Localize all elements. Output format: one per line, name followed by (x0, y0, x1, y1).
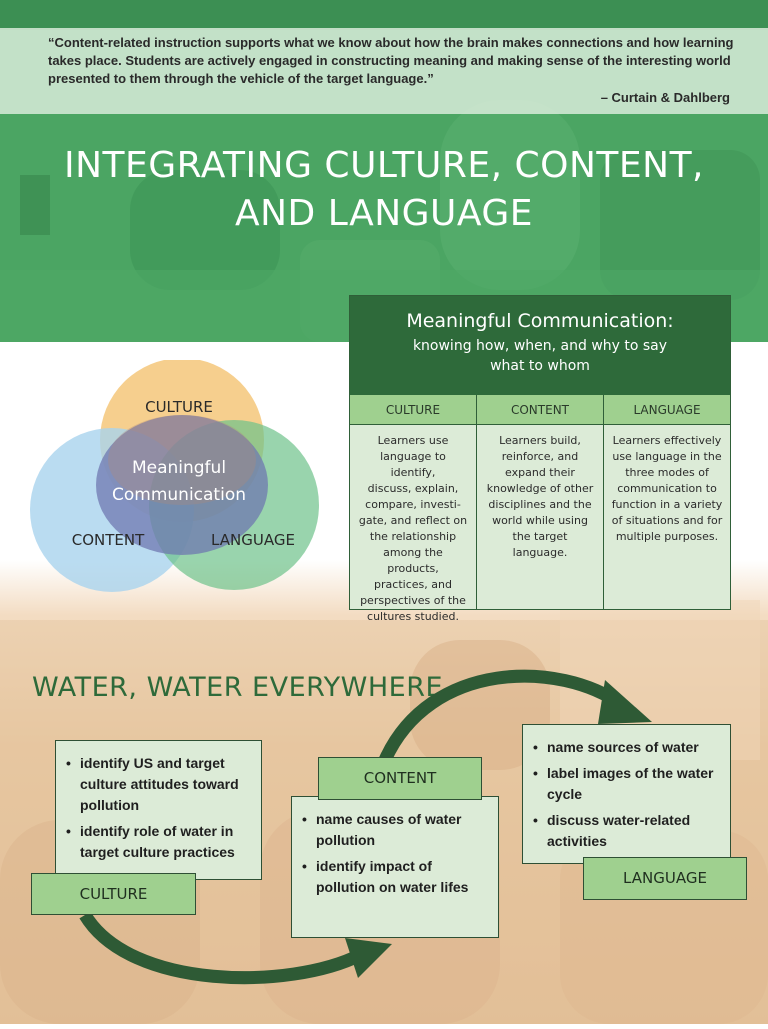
mc-line: the relationship (369, 530, 457, 543)
meaningful-communication-table: Meaningful Communication: knowing how, w… (349, 295, 731, 623)
mc-line: function in a variety (611, 498, 723, 511)
mc-column-language: Learners effectively use language in the… (604, 425, 730, 609)
mc-line: compare, investi- (365, 498, 461, 511)
content-objectives-card: name causes of water pollution identify … (291, 796, 499, 938)
language-objectives-card: name sources of water label images of th… (522, 724, 731, 864)
mc-column-culture: Learners use language to identify, discu… (350, 425, 477, 623)
venn-label-content: CONTENT (72, 531, 145, 549)
water-section-title: WATER, WATER EVERYWHERE (32, 672, 444, 703)
language-objective-item: discuss water-related activities (533, 810, 722, 852)
content-tag: CONTENT (318, 757, 482, 800)
language-objective-item: name sources of water (533, 737, 722, 758)
venn-center-line-1: Meaningful (132, 458, 226, 478)
venn-center-line-2: Communication (112, 485, 246, 505)
mc-line: knowledge of other (486, 482, 594, 495)
mc-line: three modes of (625, 466, 709, 479)
venn-label-culture: CULTURE (145, 398, 213, 416)
mc-line: Learners effectively (612, 434, 722, 447)
mc-title: Meaningful Communication: (406, 310, 674, 332)
mc-line: Learners use (377, 434, 449, 447)
content-objective-item: identify impact of pollution on water li… (302, 856, 490, 898)
mc-line: discuss, explain, (367, 482, 459, 495)
mc-column-header-language: LANGUAGE (604, 395, 730, 425)
culture-tag: CULTURE (31, 873, 196, 915)
quote-text: “Content-related instruction supports wh… (48, 35, 734, 86)
mc-line: communication to (617, 482, 717, 495)
language-tag: LANGUAGE (583, 857, 747, 900)
venn-center-highlight (108, 415, 256, 505)
page-title-line-1: INTEGRATING CULTURE, CONTENT, (63, 145, 705, 186)
mc-subtitle-line-1: knowing how, when, and why to say (412, 338, 668, 354)
mc-subtitle-line-2: what to whom (490, 358, 590, 374)
venn-label-language: LANGUAGE (211, 531, 295, 549)
venn-diagram: CULTURE Meaningful Communication CONTENT… (30, 360, 319, 592)
mc-line: of situations and for (611, 514, 723, 527)
mc-line: among the products, (383, 546, 443, 575)
quote-band (0, 28, 768, 114)
culture-objective-item: identify role of water in target culture… (66, 821, 253, 863)
culture-objectives-card: identify US and target culture attitudes… (55, 740, 262, 880)
mc-line: gate, and reflect on (358, 514, 468, 527)
mc-subtitle: knowing how, when, and why to say what t… (390, 336, 690, 376)
mc-line: expand their (505, 466, 575, 479)
mc-column-header-culture: CULTURE (350, 395, 477, 425)
mc-line: use language in the (612, 450, 722, 463)
mc-column-header-content: CONTENT (477, 395, 604, 425)
mc-line: cultures studied. (367, 610, 459, 623)
mc-line: Learners build, (499, 434, 581, 447)
culture-objective-item: identify US and target culture attitudes… (66, 753, 253, 816)
hero-banner: “Content-related instruction supports wh… (0, 0, 768, 342)
mc-header: Meaningful Communication: knowing how, w… (350, 296, 730, 395)
venn-center (96, 415, 268, 555)
mc-line: reinforce, and (501, 450, 579, 463)
content-objective-item: name causes of water pollution (302, 809, 490, 851)
mc-line: practices, and (374, 578, 452, 591)
language-objective-item: label images of the water cycle (533, 763, 722, 805)
mc-line: world while using (492, 514, 588, 527)
mc-line: language to identify, (380, 450, 446, 479)
mc-line: perspectives of the (360, 594, 466, 607)
mc-column-content: Learners build, reinforce, and expand th… (477, 425, 604, 609)
mc-line: the target language. (512, 530, 568, 559)
page-title-line-2: AND LANGUAGE (234, 193, 534, 234)
quote-attribution: – Curtain & Dahlberg (600, 90, 730, 105)
page-title: INTEGRATING CULTURE, CONTENT, AND LANGUA… (0, 142, 768, 238)
mc-line: disciplines and the (488, 498, 592, 511)
mc-line: multiple purposes. (615, 530, 719, 543)
